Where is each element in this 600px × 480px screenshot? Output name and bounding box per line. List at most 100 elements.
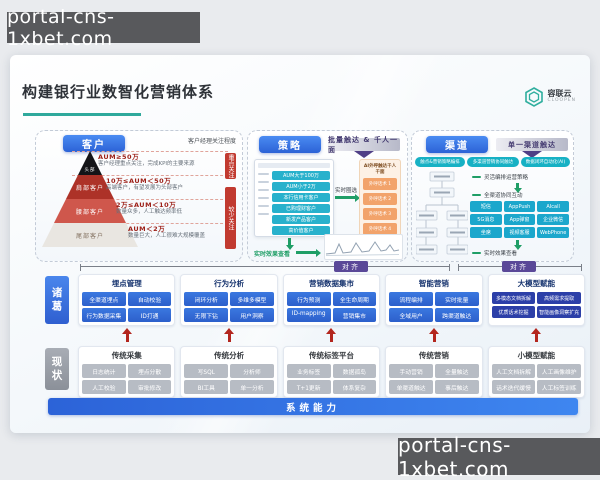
capability-chip: 全渠道埋点 [82,292,126,306]
align-span-line [80,264,450,271]
strategy-banner: 批量触达 & 千人一面 [328,136,400,154]
legacy-chip: 全量触达 [434,364,479,378]
pyramid-caption: 客户经理关注程度 [187,138,236,145]
legacy-card: 小模型赋能 人工文档拆解 人工画像维护 话术迭代缓慢 人工标签训练 [487,346,586,398]
legacy-chip: 审批修改 [127,380,172,394]
arrow-down-icon [513,240,522,250]
row-label-zhuge: 诸葛 [45,276,69,324]
legacy-chip: BI工具 [184,380,229,394]
aum-range: AUM≥50万 [98,153,140,161]
channel-grid: 短信 AppPush AIcall 5G消息 App弹窗 企业微信 坐席 视频客… [470,201,569,238]
aum-desc: 数量巨大，人工很难大规模覆盖 [128,233,206,240]
sparkline-icon [325,241,400,256]
tier-note: AUM≥50万 客户经理重点关注，完成KPI的主要来源 [98,153,210,168]
segment-button: 新发产品客户 [272,215,330,224]
legacy-chip: 人工画像维护 [537,364,582,378]
legacy-card: 传统采集 日志统计 埋点分散 人工校验 审批修改 [78,346,176,398]
capability-chip: 行为预测 [286,292,331,306]
capability-card: 大模型赋能 多模态文档拆解 高频需求提取 优质话术挖掘 智能画像洞察扩充 [487,274,586,326]
capability-chip: 全域用户 [389,308,433,322]
green-dash-icon [472,251,481,255]
segment-button: AUM大于100万 [272,171,330,180]
aum-desc: 数量众多，人工触达频率低 [116,209,183,216]
capability-chip: 实时批量 [434,292,479,306]
logo-name: 容联云 [547,89,572,99]
ai-call-title: AI外呼触达千人千面 [363,164,397,175]
logo-subtitle: CLOOPEN [547,97,576,103]
channel-button: 企业微信 [537,214,569,225]
legacy-chip: 单渠道触达 [389,380,433,394]
segment-button: 已购理财客户 [272,204,330,213]
up-arrow-icon [224,328,234,343]
capability-pill: 触点&营销策略编排 [415,157,465,167]
card-title: 小模型赋能 [517,351,556,360]
capability-card: 营销数据集市 行为预测 全生命周期 ID-mapping 营销集市 [282,274,381,326]
aum-desc: 高端客户，有望发展为头部客户 [106,185,184,192]
ai-script-button: 外呼话术 1 [363,178,397,190]
slide: 构建银行业数智化营销体系 容联云 CLOOPEN 客户 客户经理关注程度 头部 … [10,55,590,433]
divider [72,175,228,176]
title-underline [23,113,141,116]
customer-pyramid: 头部 肩部客户 腰部客户 尾部客户 [42,151,138,247]
segment-button: 高价值客户 [272,226,330,235]
channel-button: App弹窗 [503,214,536,225]
status-quo-cards: 传统采集 日志统计 埋点分散 人工校验 审批修改 传统分析 写SQL 分析师 B… [78,346,586,398]
card-title: 传统营销 [418,351,449,360]
channel-button: WebPhone [537,227,569,238]
flow-step: 全渠道协同互动 [472,191,523,199]
flow-label: 灵活编排运营策略 [484,175,529,181]
brand-logo: 容联云 CLOOPEN [524,87,577,107]
flow-step: 灵活编排运营策略 [472,173,528,181]
tab-customer: 客户 [63,135,125,152]
legacy-card: 传统分析 写SQL 分析师 BI工具 单一分析 [180,346,278,398]
arrow-down-icon [513,183,522,193]
banner-pointer-icon [354,151,374,158]
legacy-chip: T+1更新 [286,380,331,394]
attention-tag-low: 较少关注 [225,187,236,249]
capability-chip: 营销集市 [332,308,377,322]
legacy-chip: 体系复杂 [332,380,377,394]
zhuge-cards: 埋点管理 全渠道埋点 自动校验 行为数据采集 ID打通 行为分析 闭环分析 多维… [78,274,586,326]
legacy-chip: 分析师 [230,364,274,378]
tab-strategy: 策略 [259,136,321,153]
up-arrow-icon [122,328,132,343]
result-sparkline [324,234,403,260]
arrow-right-icon [335,193,360,202]
flow-label: 实时效果查看 [484,251,518,257]
capability-chip: 多维多模型 [230,292,274,306]
window-header-skeleton [258,163,330,168]
arrow-down-icon [285,238,294,250]
segment-button: AUM小于2万 [272,182,330,191]
channel-button: AppPush [503,201,536,212]
legacy-card: 传统营销 手动营销 全量触达 单渠道触达 事后触达 [385,346,483,398]
card-title: 大模型赋能 [517,279,556,288]
banner-pointer-icon [522,151,542,158]
ai-script-button: 外呼话术 3 [363,208,397,220]
capability-chip: 高频需求提取 [537,292,582,304]
capability-pill: 多渠道营销协同触达 [467,157,519,167]
legacy-card: 传统标签平台 业务标签 数据孤岛 T+1更新 体系复杂 [282,346,381,398]
capability-chip: 优质话术挖掘 [491,306,536,318]
watermark-top: portal-cns-1xbet.com [7,6,200,50]
capability-chip: ID打通 [127,308,172,322]
align-badge: 对齐 [334,261,368,272]
tab-channel: 渠道 [426,136,488,153]
legacy-chip: 人工文档拆解 [491,364,536,378]
legacy-chip: 数据孤岛 [332,364,377,378]
legacy-chip: 日志统计 [82,364,126,378]
flow-label: 全渠道协同互动 [484,193,523,199]
ai-script-button: 外呼话术 2 [363,193,397,205]
channel-button: 坐席 [470,227,502,238]
tier-note: 10万≤AUM＜50万 高端客户，有望发展为头部客户 [106,177,216,192]
segment-button: 本行信用卡客户 [272,193,330,202]
capability-chip: 闭环分析 [184,292,229,306]
green-dash-icon [472,175,481,179]
channel-flow-tree [416,171,468,255]
legacy-chip: 写SQL [184,364,229,378]
card-title: 行为分析 [214,279,245,288]
channel-button: 视频客服 [503,227,536,238]
capability-chip: 用户洞察 [230,308,274,322]
card-title: 传统分析 [214,351,245,360]
divider [72,199,228,200]
